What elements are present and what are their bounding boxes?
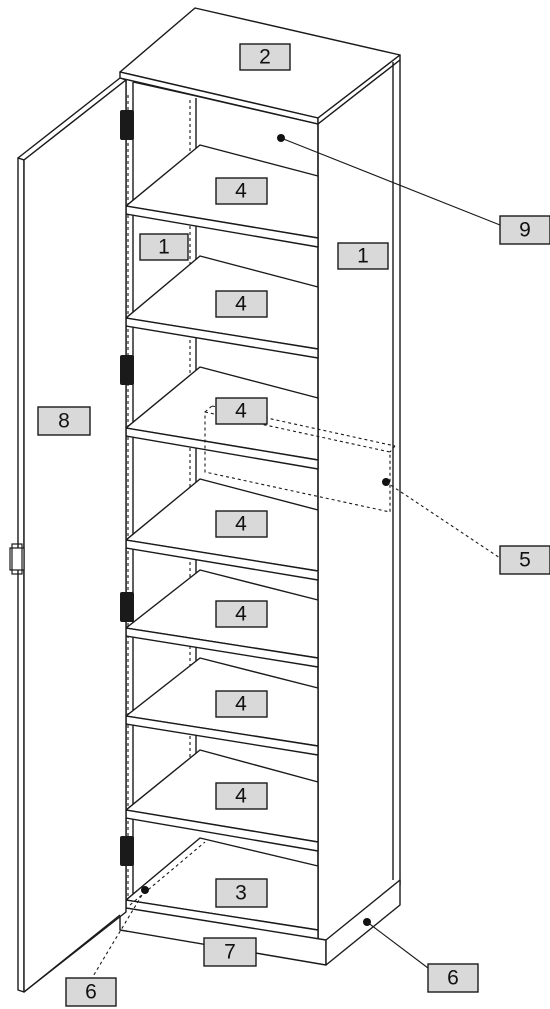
plinth	[119, 841, 401, 966]
shelves	[125, 144, 319, 941]
label-door: 8	[37, 406, 91, 436]
label-text: 9	[519, 219, 531, 242]
label-shelf-3: 4	[215, 397, 268, 425]
label-text: 4	[235, 293, 247, 316]
leaders	[91, 134, 501, 979]
door	[9, 77, 127, 993]
hinge-icon	[120, 836, 134, 866]
label-shelf-5: 4	[215, 600, 268, 628]
label-text: 7	[224, 941, 236, 964]
label-text: 3	[235, 882, 247, 905]
label-shelf-6: 4	[215, 690, 268, 718]
hinges	[120, 110, 134, 866]
label-text: 4	[235, 603, 247, 626]
label-text: 4	[235, 400, 247, 423]
label-shelf-1: 4	[215, 177, 268, 205]
label-top-panel: 2	[239, 43, 291, 71]
right-side-panel	[317, 59, 401, 949]
hinge-icon	[120, 592, 134, 622]
label-foot-right: 6	[427, 963, 479, 993]
label-shelf-2: 4	[215, 290, 268, 318]
label-text: 4	[235, 693, 247, 716]
label-bottom-panel: 3	[215, 878, 268, 908]
label-text: 4	[235, 785, 247, 808]
label-text: 1	[357, 245, 369, 268]
hinge-icon	[120, 355, 134, 385]
label-foot-left: 6	[65, 977, 117, 1007]
label-text: 6	[85, 981, 97, 1004]
label-text: 4	[235, 180, 247, 203]
label-text: 8	[58, 410, 70, 433]
label-text: 4	[235, 513, 247, 536]
label-back-panel: 9	[499, 215, 550, 245]
door-handle	[9, 547, 25, 571]
hinge-icon	[120, 110, 134, 140]
label-back-strip: 5	[499, 545, 550, 575]
label-text: 6	[447, 967, 459, 990]
label-text: 2	[259, 46, 271, 69]
label-text: 1	[158, 236, 170, 259]
label-left-side-panel: 1	[139, 233, 189, 261]
label-plinth: 7	[203, 937, 257, 967]
label-right-side-panel: 1	[337, 242, 389, 270]
label-text: 5	[519, 549, 531, 572]
label-shelf-7: 4	[215, 782, 268, 810]
label-shelf-4: 4	[215, 510, 268, 538]
